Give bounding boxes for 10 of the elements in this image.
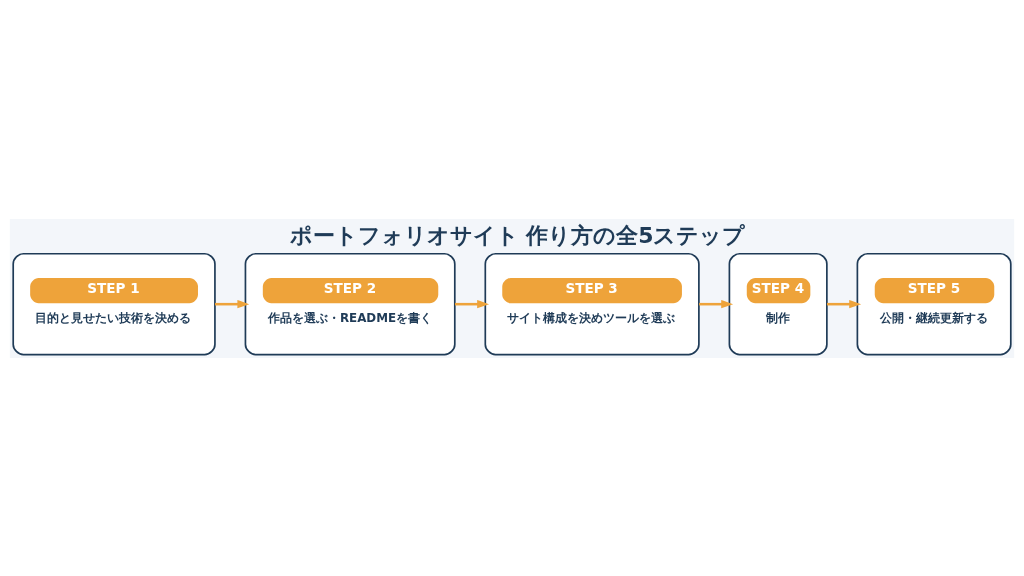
node-box: STEP 2 作品を選ぶ・READMEを書く xyxy=(244,252,456,355)
arrow xyxy=(826,299,862,308)
node-box: STEP 1 目的と見せたい技術を決める xyxy=(12,252,216,355)
arrow xyxy=(699,299,734,308)
diagram-title: ポートフォリオサイト 作り方の全5ステップ xyxy=(289,222,746,248)
arrow xyxy=(215,299,250,308)
node-box: STEP 4 制作 xyxy=(728,252,828,355)
arrow xyxy=(454,299,490,308)
node-box: STEP 5 公開・継続更新する xyxy=(856,252,1012,355)
node-box: STEP 3 サイト構成を決めツールを選ぶ xyxy=(484,252,700,355)
